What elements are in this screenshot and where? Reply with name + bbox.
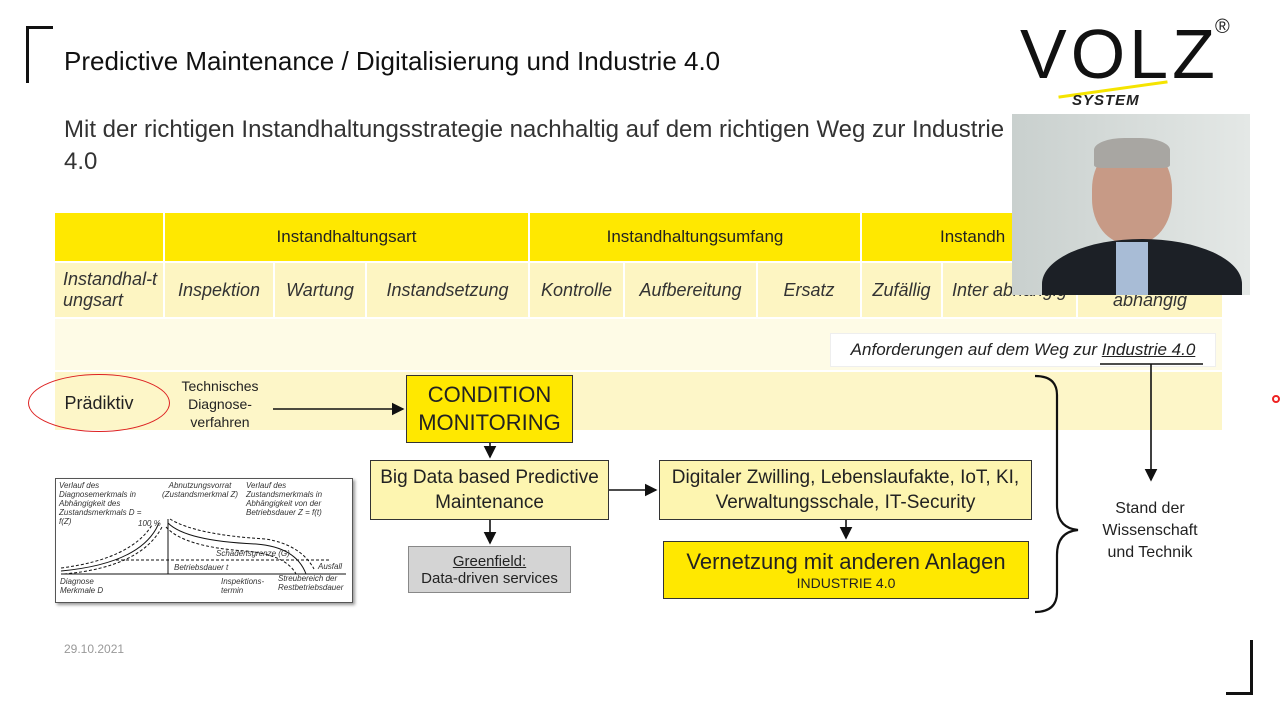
column-header: Aufbereitung: [625, 263, 758, 319]
predictive-row: [55, 372, 1224, 432]
logo-text: VOLZ: [1020, 15, 1219, 93]
column-header: Kontrolle: [530, 263, 625, 319]
column-header: Zufällig: [862, 263, 943, 319]
curly-brace: [1034, 374, 1079, 614]
figure-label: Schadensgrenze (G): [216, 549, 290, 558]
logo: VOLZ ® SYSTEM: [1020, 15, 1240, 113]
group-header: Instandhaltungsumfang: [530, 213, 862, 263]
column-header: Inspektion: [165, 263, 275, 319]
greenfield-box: Greenfield:Data-driven services: [408, 546, 571, 593]
group-header: Instandhaltungsart: [165, 213, 530, 263]
corner-cell: [55, 213, 165, 263]
figure-label: Inspektions-termin: [221, 577, 265, 595]
vernetzung-label: Vernetzung mit anderen Anlagen: [686, 549, 1006, 574]
figure-label: Abnutzungsvorrat (Zustandsmerkmal Z): [161, 481, 238, 499]
registered-mark: ®: [1215, 16, 1230, 38]
figure-label: Verlauf des Diagnosemerkmals in Abhängig…: [59, 481, 142, 526]
figure-label: Streubereich der Restbetriebsdauer: [278, 574, 344, 592]
requirements-prefix: Anforderungen auf dem Weg zur: [850, 340, 1098, 359]
greenfield-text: Data-driven services: [421, 569, 558, 587]
figure-label: Verlauf des Zustandsmerkmals in Abhängig…: [246, 481, 323, 517]
figure-label: Ausfall: [318, 562, 343, 571]
slide-title: Predictive Maintenance / Digitalisierung…: [64, 46, 721, 76]
column-header: Wartung: [275, 263, 367, 319]
figure-label: Diagnose Merkmale D: [60, 577, 104, 595]
corner-mark-bottom-right: [1226, 640, 1253, 695]
row-method: Technisches Diagnose-verfahren: [181, 378, 259, 430]
industrie-label: INDUSTRIE 4.0: [796, 575, 896, 591]
logo-sub: SYSTEM: [1072, 92, 1140, 109]
row-header: Instandhal-tungsart: [55, 263, 165, 319]
condition-monitoring-box: CONDITION MONITORING: [406, 375, 573, 443]
slide-subtitle: Mit der richtigen Instandhaltungsstrateg…: [64, 116, 1005, 175]
greenfield-title: Greenfield:: [452, 552, 527, 570]
slide-date: 29.10.2021: [64, 642, 125, 656]
figure-label: 100 %: [138, 519, 161, 528]
requirements-link: Industrie 4.0: [1101, 340, 1196, 359]
webcam-video: [1012, 114, 1250, 295]
cursor-dot: [1272, 395, 1280, 403]
figure-label: Betriebsdauer t: [174, 563, 229, 572]
corner-mark-top-left: [26, 26, 53, 83]
wear-curves: [60, 518, 346, 575]
digital-twin-box: Digitaler Zwilling, Lebenslaufakte, IoT,…: [659, 460, 1032, 520]
wear-curve-figure: Verlauf des Diagnosemerkmals in Abhängig…: [55, 478, 353, 603]
stand-label: Stand der Wissenschaft und Technik: [1102, 500, 1198, 561]
column-header: Instandsetzung: [367, 263, 530, 319]
requirements-label: Anforderungen auf dem Weg zur Industrie …: [830, 333, 1216, 367]
big-data-box: Big Data based Predictive Maintenance: [370, 460, 609, 520]
row-label-praediktiv: Prädiktiv: [28, 374, 170, 432]
column-header: Ersatz: [758, 263, 862, 319]
